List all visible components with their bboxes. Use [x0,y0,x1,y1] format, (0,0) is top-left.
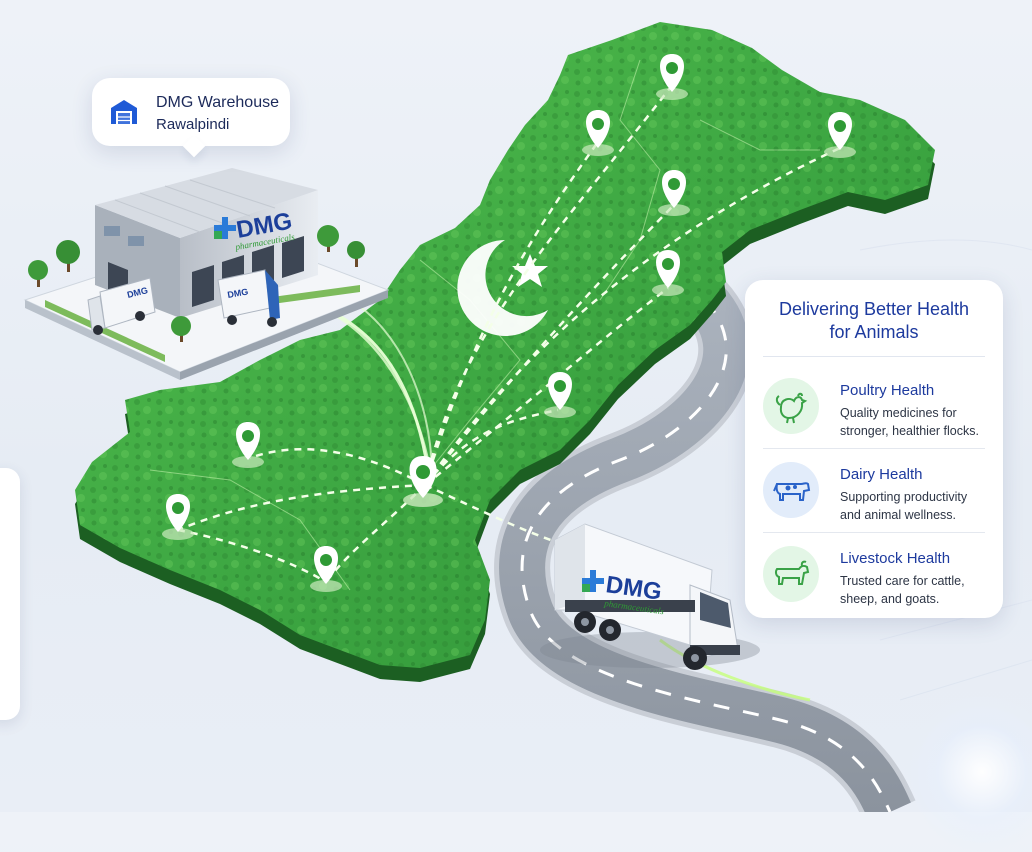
category-description: Quality medicines for stronger, healthie… [840,404,985,440]
category-poultry-health: Poultry Health Quality medicines for str… [763,368,985,448]
warehouse-city: Rawalpindi [156,116,230,133]
warehouse-name: DMG Warehouse [156,94,279,111]
crescent-star-emblem [457,240,548,336]
pakistan-map [75,22,935,682]
pin-icon [656,54,688,100]
info-title-line2: for Animals [829,322,919,342]
pin-icon [232,422,264,468]
pin-icon-hub [403,456,443,507]
svg-text:DMG: DMG [227,286,249,299]
left-side-panel-edge [0,468,20,720]
pin-icon [162,494,194,540]
category-dairy-health: Dairy Health Supporting productivity and… [763,448,985,532]
category-title: Dairy Health [840,466,923,483]
pin-icon [824,112,856,158]
dmg-delivery-truck: DMG pharmaceuticals [540,523,760,670]
location-pins [162,54,856,592]
tree-icon [28,225,365,342]
category-title: Poultry Health [840,382,935,399]
animal-health-info-card: Delivering Better Health for Animals Pou… [745,280,1003,618]
pin-icon [658,170,690,216]
pin-icon [310,546,342,592]
info-title-line1: Delivering Better Health [778,299,970,319]
highway-road [494,281,916,812]
warehouse-building: DMG pharmaceuticals DMG [23,168,390,380]
svg-text:DMG: DMG [126,285,149,300]
info-card-title: Delivering Better Health for Animals [745,298,1003,344]
pin-icon [652,250,684,296]
delivery-van-icon: DMG [87,277,156,335]
category-title: Livestock Health [840,550,951,567]
category-desc-line: sheep, and goats. [840,592,940,606]
distribution-map-scene: DMG pharmaceuticals DMG [23,22,1032,812]
chicken-icon [763,378,819,434]
pin-icon [582,110,614,156]
category-desc-line: Supporting productivity [840,490,968,504]
category-description: Trusted care for cattle, sheep, and goat… [840,572,985,608]
category-desc-line: Quality medicines for [840,406,957,420]
delivery-van-icon: DMG [217,269,280,327]
category-livestock-health: Livestock Health Trusted care for cattle… [763,532,985,616]
warehouse-callout: DMG Warehouse Rawalpindi [92,78,290,146]
pin-icon [544,372,576,418]
cow-icon [763,462,819,518]
category-desc-line: Trusted care for cattle, [840,574,965,588]
category-description: Supporting productivity and animal welln… [840,488,985,524]
warehouse-icon [111,100,137,124]
category-desc-line: and animal wellness. [840,508,957,522]
category-desc-line: stronger, healthier flocks. [840,424,979,438]
goat-icon [763,546,819,602]
divider [763,356,985,357]
background-grid [859,239,1032,701]
